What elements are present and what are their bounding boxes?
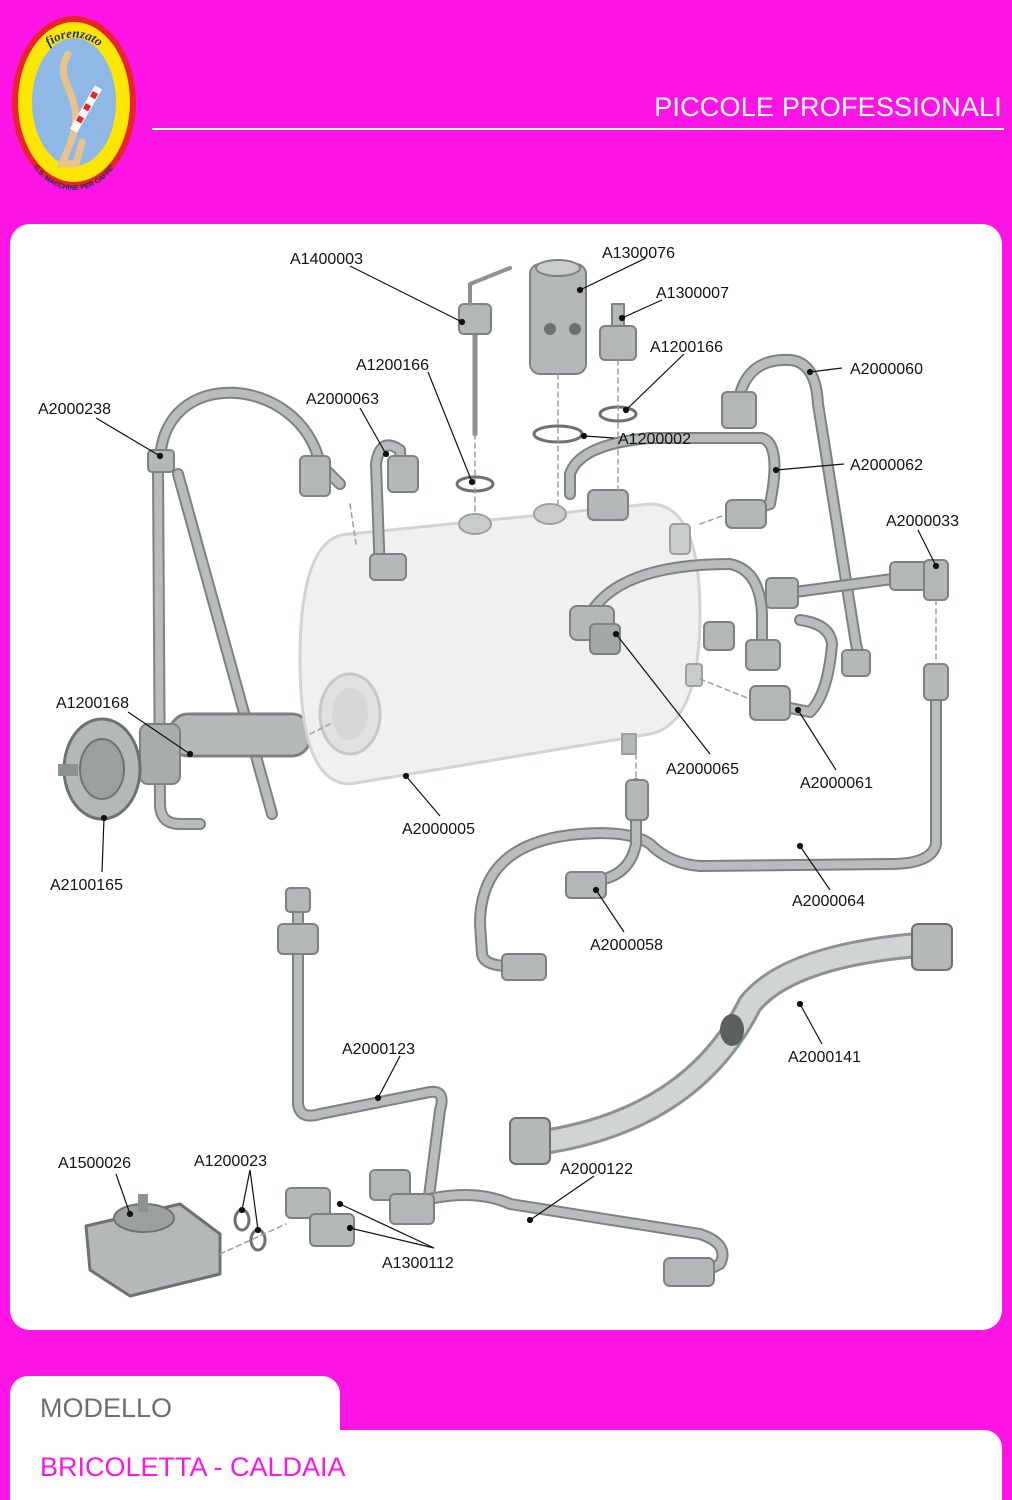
label-a2000033: A2000033 <box>886 513 959 530</box>
pipe-a2000033 <box>765 559 949 609</box>
label-a1400003: A1400003 <box>290 251 363 268</box>
model-name: BRICOLETTA - CALDAIA <box>40 1452 346 1482</box>
label-a2000060: A2000060 <box>850 361 923 378</box>
label-a1200002: A1200002 <box>618 431 691 448</box>
label-a1200166-left: A1200166 <box>356 357 429 374</box>
heating-element-a1200168 <box>139 712 312 785</box>
fitting-a1300007 <box>599 303 637 361</box>
label-a1200168: A1200168 <box>56 695 129 712</box>
label-a2000123: A2000123 <box>342 1041 415 1058</box>
pipe-a2000064 <box>474 663 949 981</box>
alignment-dashes <box>219 359 937 1255</box>
pipe-a2000061 <box>749 614 838 721</box>
label-a2000141: A2000141 <box>788 1049 861 1066</box>
label-a2000062: A2000062 <box>850 457 923 474</box>
pipe-a2000063 <box>369 439 419 581</box>
footer-tab <box>10 1376 340 1436</box>
pipe-a2000065 <box>569 558 781 671</box>
footer-bar <box>10 1430 1002 1500</box>
label-a2100165: A2100165 <box>50 877 123 894</box>
label-a1200023: A1200023 <box>194 1153 267 1170</box>
pipe-a2000062 <box>564 432 781 529</box>
label-a1500026: A1500026 <box>58 1155 131 1172</box>
label-a2000064: A2000064 <box>792 893 865 910</box>
valve-a1300076 <box>529 259 587 375</box>
label-a1200166-right: A1200166 <box>650 339 723 356</box>
probe-a1400003 <box>458 266 512 437</box>
leader-lines <box>95 257 940 1249</box>
pipe-a2000123 <box>277 887 448 1210</box>
label-a1300112: A1300112 <box>382 1255 454 1272</box>
page-title: PICCOLE PROFESSIONALI <box>654 92 1002 122</box>
flange-a2100165 <box>58 717 142 821</box>
label-a2000238: A2000238 <box>38 401 111 418</box>
label-a2000058: A2000058 <box>590 937 663 954</box>
boiler-a2000005 <box>298 502 703 786</box>
diagram-panel: A1400003 A1300076 A1300007 A1200166 A120… <box>10 224 1002 1330</box>
exploded-parts-diagram: A1400003 A1300076 A1300007 A1200166 A120… <box>38 245 959 1298</box>
label-a2000061: A2000061 <box>800 775 873 792</box>
header-divider <box>152 128 1004 130</box>
flowmeter-a1500026 <box>84 1194 222 1298</box>
label-a1300007: A1300007 <box>656 285 729 302</box>
fiorenzato-logo: fiorenzato C.S. MACCHINE PER CAFFE' <box>12 16 136 190</box>
model-label: MODELLO <box>40 1393 173 1423</box>
label-a2000063: A2000063 <box>306 391 379 408</box>
label-a2000065: A2000065 <box>666 761 739 778</box>
label-a2000122: A2000122 <box>560 1161 633 1178</box>
hose-a2000141 <box>509 923 953 1165</box>
label-a1300076: A1300076 <box>602 245 675 262</box>
pipe-a2000122 <box>404 1189 729 1287</box>
label-a2000005: A2000005 <box>402 821 475 838</box>
fittings-a1300112 <box>285 1169 435 1247</box>
